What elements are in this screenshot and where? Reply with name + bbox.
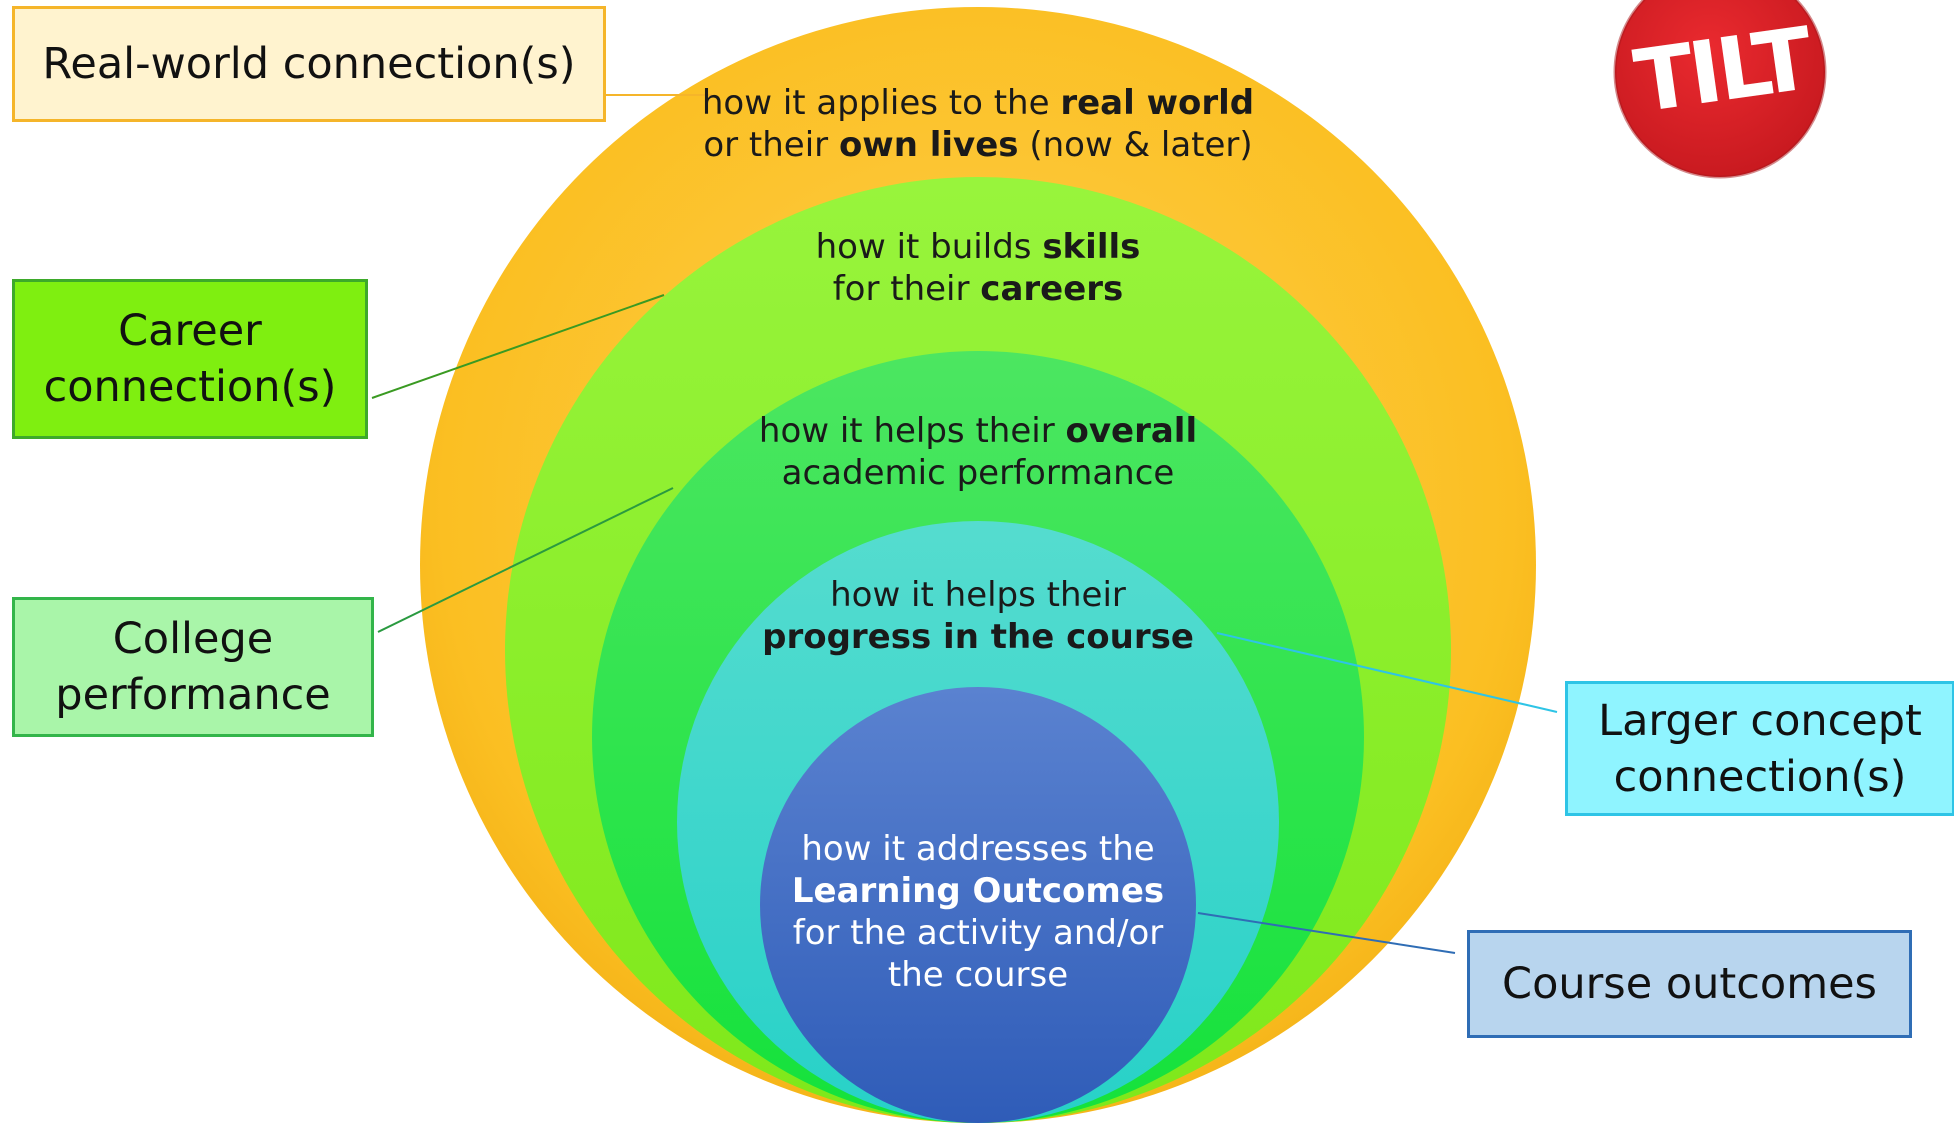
description-line: how it helps their (830, 575, 1126, 615)
description-line: how it addresses the (801, 829, 1155, 869)
real-world-label: Real-world connection(s) (12, 6, 606, 122)
larger-concept-connector (1216, 632, 1558, 713)
description-line: for the activity and/or (792, 913, 1164, 953)
description-line: academic performance (781, 453, 1175, 493)
description-line: the course (887, 955, 1069, 995)
description-line: how it applies to the real world (701, 83, 1255, 123)
description-line: for their careers (832, 269, 1124, 309)
description-line: or their own lives (now & later) (703, 125, 1253, 165)
college-performance-label: College performance (12, 597, 374, 737)
larger-concept-label: Larger concept connection(s) (1565, 681, 1954, 816)
career-connector (371, 294, 665, 399)
college-connector (377, 487, 674, 633)
course-outcomes-connector (1197, 912, 1456, 954)
course-outcomes-label: Course outcomes (1467, 930, 1912, 1038)
description-line: how it builds skills (815, 227, 1141, 267)
description-line: progress in the course (762, 617, 1194, 657)
real-world-label-text: Real-world connection(s) (42, 39, 576, 89)
college-label-text: College performance (55, 614, 331, 720)
description-line: Learning Outcomes (791, 871, 1165, 911)
career-label-text: Career connection(s) (43, 306, 337, 412)
description-line: how it helps their overall (758, 411, 1198, 451)
larger-label-text: Larger concept connection(s) (1598, 695, 1922, 802)
tilt-logo-text: TILT (1629, 9, 1819, 133)
course-label-text: Course outcomes (1502, 959, 1877, 1009)
outcomes-circle (760, 687, 1196, 1123)
tilt-logo: TILT (1613, 0, 1827, 179)
career-label: Career connection(s) (12, 279, 368, 439)
